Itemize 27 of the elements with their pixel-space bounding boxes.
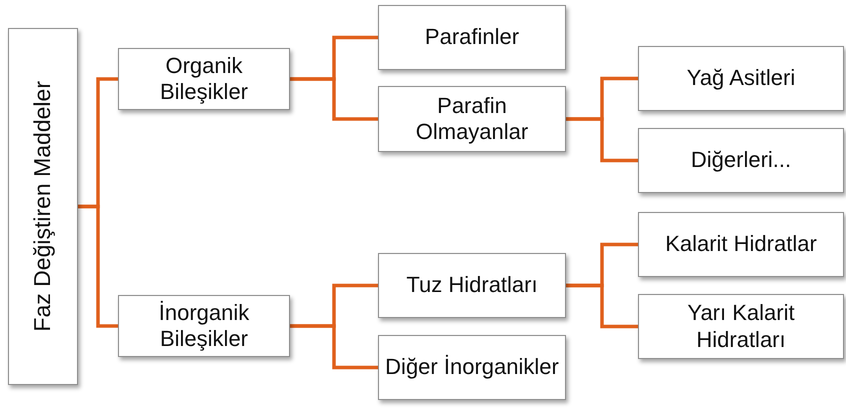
connector-line: [290, 77, 378, 121]
box-label: Parafin Olmayanlar: [414, 92, 530, 146]
box-label: Yarı Kalarit Hidratları: [686, 300, 796, 353]
category-box: [638, 294, 844, 359]
box-label: İnorganik Bileşikler: [158, 300, 250, 352]
category-box: [8, 28, 78, 385]
category-box: [378, 5, 566, 70]
category-box: [638, 46, 844, 111]
box-label: Diğerleri...: [690, 147, 792, 174]
connector-line: [566, 117, 638, 162]
box-label: Faz Değiştiren Maddeler: [29, 81, 56, 332]
category-box: [118, 48, 290, 110]
category-box: [118, 295, 290, 357]
connector-line: [290, 324, 378, 370]
connector-line: [566, 284, 638, 328]
box-label: Tuz Hidratları: [406, 272, 538, 299]
category-box: [638, 128, 844, 193]
category-box: [378, 253, 566, 318]
box-label: Kalarit Hidratlar: [665, 231, 817, 258]
category-box: [378, 335, 566, 400]
box-label: Organik Bileşikler: [158, 52, 250, 106]
box-label: Parafinler: [424, 24, 520, 51]
category-box: [638, 212, 844, 277]
box-label: Yağ Asitleri: [686, 65, 796, 92]
box-label: Diğer İnorganikler: [385, 354, 559, 381]
connector-line: [78, 204, 118, 328]
category-box: [378, 86, 566, 152]
